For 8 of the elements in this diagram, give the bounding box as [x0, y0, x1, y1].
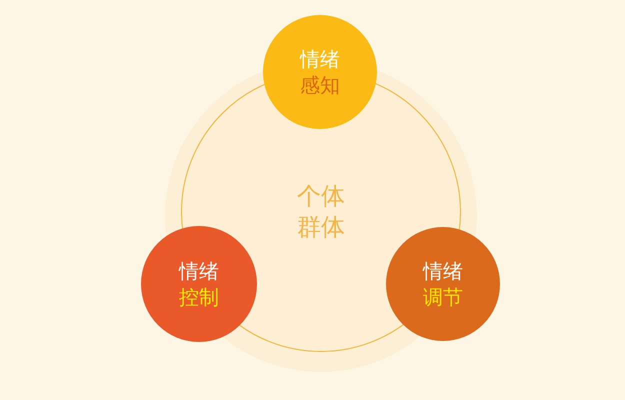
circle-label: 调节: [423, 284, 463, 310]
center-label: 群体: [297, 212, 345, 243]
center-label: 个体: [297, 180, 345, 212]
circle-label: 情绪: [179, 258, 219, 284]
circle-label: 情绪: [423, 258, 463, 284]
circle-label: 感知: [300, 72, 340, 98]
circle-label: 控制: [179, 284, 219, 310]
circle-label: 情绪: [300, 46, 340, 72]
